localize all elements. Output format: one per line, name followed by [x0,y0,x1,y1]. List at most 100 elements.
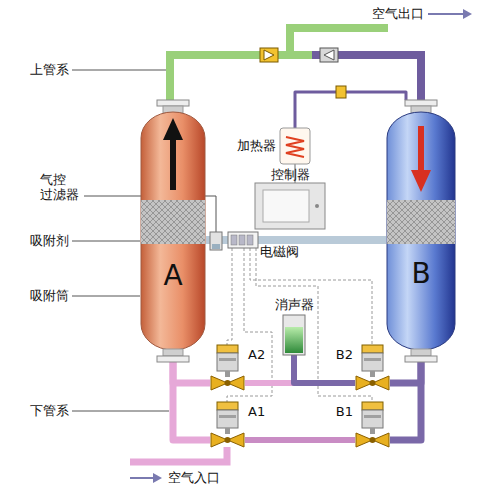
heater-box-outline [280,128,310,164]
tower-neck [411,349,431,356]
actuator-cylinder [217,410,238,428]
air-filter-bowl [212,244,220,249]
node-label: B1 [329,404,353,420]
part-label: 吸附筒 [30,288,69,303]
adsorption-tower-outline [140,100,206,362]
node-label: 控制器 [255,167,325,183]
actuator-cylinder [362,410,383,428]
valve-stem [225,428,230,434]
valve-hub [225,437,231,443]
leader-line [72,411,169,412]
air-filter [210,232,222,250]
actuator-band [364,415,381,418]
muffler-outline [283,315,305,355]
part-label: 上管系 [30,62,69,77]
adsorption-tower: A [140,100,206,362]
actuator-cylinder [217,353,238,371]
pneumatic-valve-outline [355,345,390,393]
pneumatic-valve: A2 [210,345,245,393]
pipe-connector [390,362,421,383]
pneumatic-valve: B1 [355,402,390,450]
part-label: 气控 过滤器 [40,172,82,202]
flow-arrow [130,477,155,479]
heater-box: 加热器 [280,128,310,164]
flow-arrow-head [153,473,162,483]
tower-body [141,112,205,350]
pipe-connector [173,362,210,440]
controller-box: 控制器 [255,183,325,229]
part-label: 下管系 [30,403,69,418]
pneumatic-valve-outline [210,402,245,450]
adsorption-tower-outline [386,100,456,362]
valve-stem [225,371,230,377]
controller-screen [263,190,309,222]
node-label: A2 [248,347,272,363]
leader-line [72,296,140,297]
controller-knob [315,204,319,208]
solenoid-body [228,232,258,248]
part-label: 空气出口 [372,6,424,21]
pipe-connector [173,362,210,383]
heater-coil [286,137,304,157]
controller-box-outline [255,183,325,229]
inlet-pipe [130,447,227,462]
flow-arrow-head [463,9,472,19]
control-line [227,248,272,402]
tower-flange [157,356,189,362]
tower-body [387,112,455,350]
control-line [250,248,372,345]
solenoid-coil [239,235,245,245]
tower-flange [405,100,437,106]
node-label: 加热器 [234,138,276,154]
pneumatic-valve-outline [210,345,245,393]
valve-stem [370,371,375,377]
control-line [227,248,232,345]
flow-arrow [428,13,465,15]
adsorption-tower: B [386,100,456,362]
pipe-connector [295,92,406,128]
actuator-cap [217,402,238,410]
muffler-body [283,315,305,355]
part-label: 吸附剂 [30,233,69,248]
pneumatic-valve-outline [355,402,390,450]
pipe-connector [206,236,228,244]
node-label: B [386,258,456,289]
check-valve [260,48,278,62]
gate-valve [336,86,346,98]
heater-body [280,128,310,164]
node-label: B2 [329,347,353,363]
muffler: 消声器 [283,315,305,355]
control-line [256,248,372,402]
actuator-cylinder [362,353,383,371]
node-label: 消声器 [273,297,315,313]
muffler-core [285,327,303,353]
solenoid-coil [231,235,237,245]
check-valve-symbol [324,50,334,60]
solenoid-valve: 电磁阀 [228,232,258,248]
node-label: A1 [248,404,272,420]
pipe-connector [258,236,386,244]
valve-hub [225,380,231,386]
node-label: 电磁阀 [260,244,306,260]
node-label: A [140,260,206,291]
valve-hub [370,437,376,443]
outlet-pipe [290,28,388,55]
pneumatic-valve: B2 [355,345,390,393]
solenoid-valve-outline [228,232,258,248]
actuator-band [219,415,236,418]
actuator-cap [362,402,383,410]
upper-pipe [170,55,312,100]
tower-flange [157,100,189,106]
actuator-band [364,358,381,361]
check-valve [320,48,338,62]
tower-neck [163,349,183,356]
tower-flange [405,356,437,362]
pneumatic-valve: A1 [210,402,245,450]
leader-line [72,241,140,242]
controller-body [255,183,325,229]
actuator-cap [217,345,238,353]
actuator-band [219,358,236,361]
valve-stem [370,428,375,434]
part-label: 空气入口 [168,470,220,485]
